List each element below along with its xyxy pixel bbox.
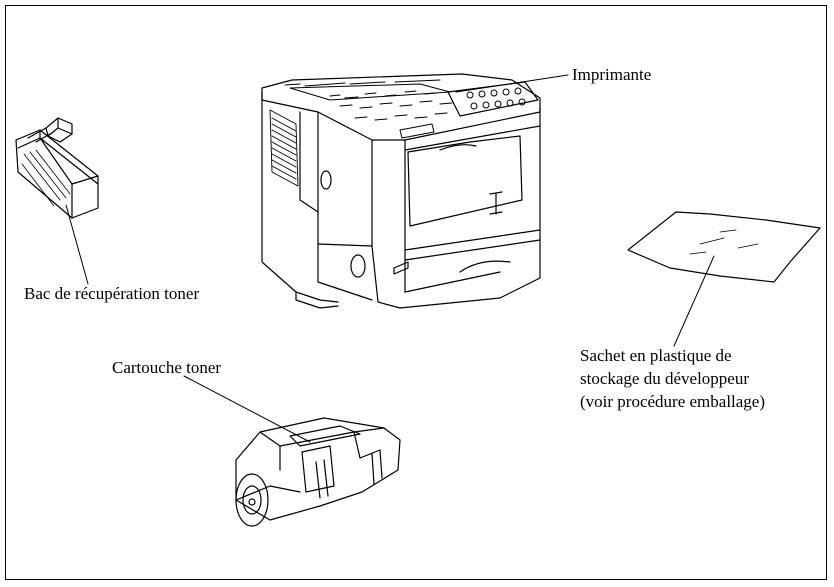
developer-bag-label-line-3: (voir procédure emballage) <box>580 392 766 411</box>
toner-cartridge-label: Cartouche toner <box>112 358 222 377</box>
plastic-bag-illustration <box>627 211 821 283</box>
waste-toner-box-illustration <box>15 117 99 219</box>
developer-bag-label-line-2: stockage du développeur <box>580 369 749 388</box>
waste-toner-box-label: Bac de récupération toner <box>24 284 200 303</box>
diagram-frame <box>5 5 827 580</box>
printer-illustration <box>261 73 541 309</box>
developer-bag-label-line-1: Sachet en plastique de <box>580 346 732 365</box>
toner-cartridge-illustration <box>235 417 401 527</box>
printer-label: Imprimante <box>572 65 652 84</box>
leader-lines <box>65 74 715 443</box>
developer-bag-label: Sachet en plastique de stockage du dével… <box>580 344 765 413</box>
